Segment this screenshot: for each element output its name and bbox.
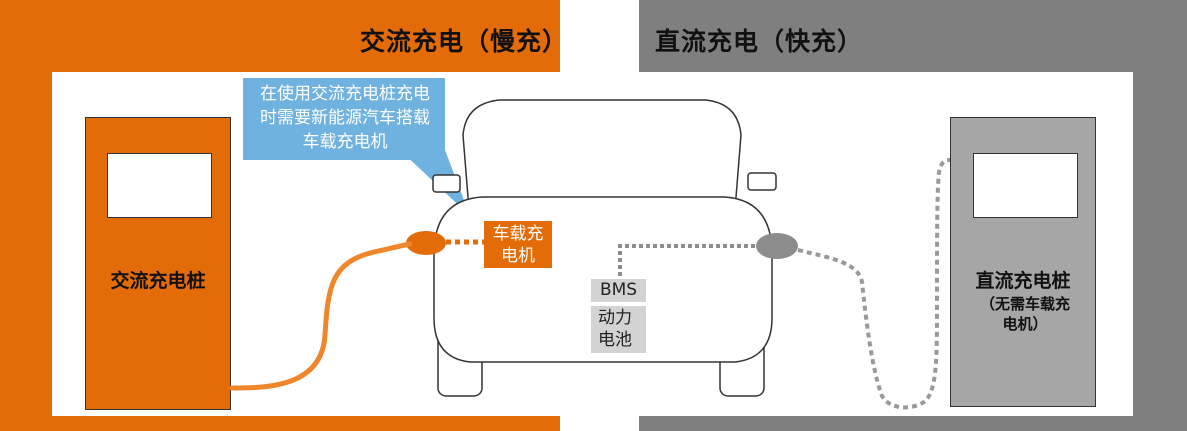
dc-cable <box>797 158 951 410</box>
dc-panel-title: 直流充电（快充） <box>655 27 864 56</box>
ac-charging-port <box>406 231 446 255</box>
dc-station-label: 直流充电桩 <box>975 270 1071 292</box>
ac-panel-title: 交流充电（慢充） <box>360 27 569 56</box>
power-battery-box <box>591 306 646 353</box>
right-mirror <box>747 172 777 191</box>
dc-internal-link <box>618 244 760 276</box>
bms-label: BMS <box>591 279 646 302</box>
ac-cable <box>229 241 413 391</box>
dc-station-screen <box>973 153 1078 218</box>
power-battery-label: 动力电池 <box>598 308 632 350</box>
dc-charging-port <box>756 233 798 259</box>
ac-station-screen <box>107 153 212 218</box>
onboard-charger-label: 车载充电机 <box>492 224 544 266</box>
left-mirror <box>432 174 461 193</box>
callout-text: 在使用交流充电桩充电时需要新能源汽车搭载车载充电机 <box>260 84 430 152</box>
onboard-charger-box <box>484 221 552 268</box>
dc-station-note: （无需车载充电机） <box>979 295 1070 333</box>
ac-station-label: 交流充电桩 <box>110 270 206 292</box>
car-cabin <box>462 99 742 223</box>
callout-bubble <box>243 78 445 160</box>
